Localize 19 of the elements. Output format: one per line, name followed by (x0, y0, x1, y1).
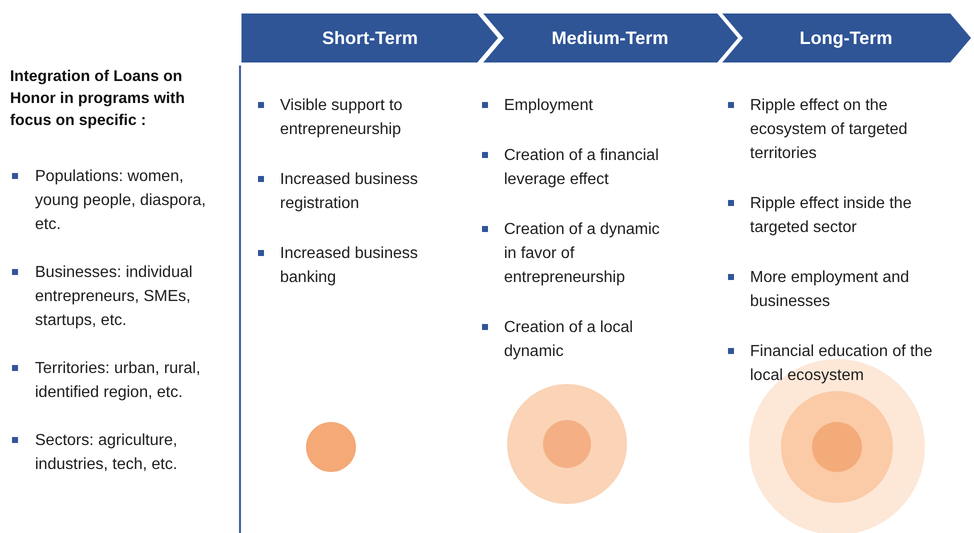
focus-text: Businesses: individual entrepreneurs, SMEs, startups, etc. (35, 263, 194, 331)
focus-text: Sectors: agriculture, industries, tech, etc. (35, 431, 178, 475)
stage-title: Short-Term (322, 28, 418, 48)
outcome-text: Increased business registration (280, 170, 419, 214)
stage-title: Long-Term (800, 28, 892, 48)
outcome-text: Employment (504, 96, 593, 116)
outcome-text: Creation of a dynamic in favor of entrepreneurship (504, 220, 660, 288)
outcome-text: Creation of a financial leverage effect (504, 146, 660, 190)
stage-title: Medium-Term (552, 28, 668, 48)
outcome-text: Ripple effect inside the targeted sector (750, 194, 913, 238)
outcome-text: Visible support to entrepreneurship (280, 96, 404, 140)
focus-text: Territories: urban, rural, identified region, etc. (35, 359, 202, 403)
outcome-text: Creation of a local dynamic (504, 318, 634, 362)
outcome-text: More employment and businesses (750, 268, 910, 312)
focus-text: Populations: women, young people, diaspora, etc. (35, 167, 207, 235)
outcome-text: Ripple effect on the ecosystem of targeted territories (750, 96, 908, 164)
outcome-text: Increased business banking (280, 244, 419, 288)
outcome-text: Financial education of the local ecosystem (750, 342, 934, 386)
heading-text: Integration of Loans on Honor in programs with focus on specific : (10, 67, 186, 131)
